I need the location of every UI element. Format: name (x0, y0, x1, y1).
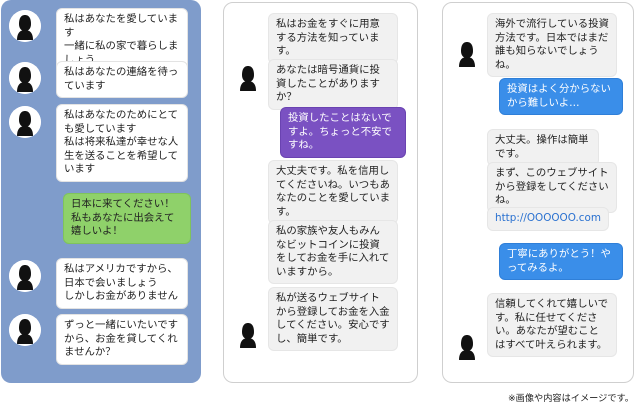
chat-message-reply: 投資はよく分からないから難しいよ… (499, 78, 623, 116)
person-silhouette-icon (9, 260, 41, 292)
chat-panel-3: 海外で流行している投資方法です。日本ではまだ誰も知らないでしょうね。 投資はよく… (442, 2, 634, 383)
chat-message: 私の家族や友人もみんなビットコインに投資をしてお金を手に入れていますから。 (268, 220, 398, 285)
chat-message: あなたは暗号通貨に投資したことがありますか？ (268, 59, 398, 110)
chat-message: 私が送るウェブサイトから登録してお金を入金してください。安心ですし、簡単です。 (268, 287, 398, 352)
chat-message: まず、このウェブサイトから登録をしてくださいね。 (487, 162, 617, 213)
chat-message: 私はあなたのためにとても愛しています 私は将来私達が幸せな人生を送ることを希望し… (56, 104, 188, 182)
chat-panel-2: 私はお金をすぐに用意する方法を知っています。 あなたは暗号通貨に投資したことがあ… (223, 2, 418, 383)
chat-message-reply: 日本に来てください！私もあなたに出会えて嬉しいよ！ (63, 193, 191, 244)
chat-message: 信頼してくれて嬉しいです。私に任せてください。あなたが望むことはすべて叶えられま… (487, 293, 617, 358)
person-silhouette-icon (9, 62, 41, 94)
chat-message: ずっと一緒にいたいですから、お金を貸してくれませんか？ (56, 314, 188, 365)
person-silhouette-icon (9, 106, 41, 138)
person-silhouette-icon (451, 37, 483, 69)
person-silhouette-icon (232, 61, 264, 93)
chat-message: 私はあなたの連絡を待っています (56, 61, 188, 99)
chat-panel-1: 私はあなたを愛しています 一緒に私の家で暮らしましょう 私はあなたの連絡を待って… (1, 0, 201, 383)
chat-message-reply: 丁寧にありがとう！やってみるよ。 (499, 243, 623, 281)
chat-message: 大丈夫。操作は簡単です。 (487, 129, 599, 167)
chat-message: 海外で流行している投資方法です。日本ではまだ誰も知らないでしょうね。 (487, 13, 617, 78)
chat-message: 私はお金をすぐに用意する方法を知っています。 (268, 13, 398, 64)
person-silhouette-icon (232, 318, 264, 350)
website-link[interactable]: http://OOOOOO.com (487, 207, 609, 231)
chat-message: 私はアメリカですから、日本で会いましょう しかしお金がありません (56, 258, 188, 309)
person-silhouette-icon (451, 330, 483, 362)
chat-message: 大丈夫です。私を信用してくださいね。いつもあなたのことを愛しています。 (268, 160, 398, 225)
disclaimer-text: ※画像や内容はイメージです。 (507, 393, 634, 404)
chat-message-reply: 投資したことはないですよ。ちょっと不安ですね。 (280, 107, 406, 158)
person-silhouette-icon (9, 10, 41, 42)
person-silhouette-icon (9, 314, 41, 346)
